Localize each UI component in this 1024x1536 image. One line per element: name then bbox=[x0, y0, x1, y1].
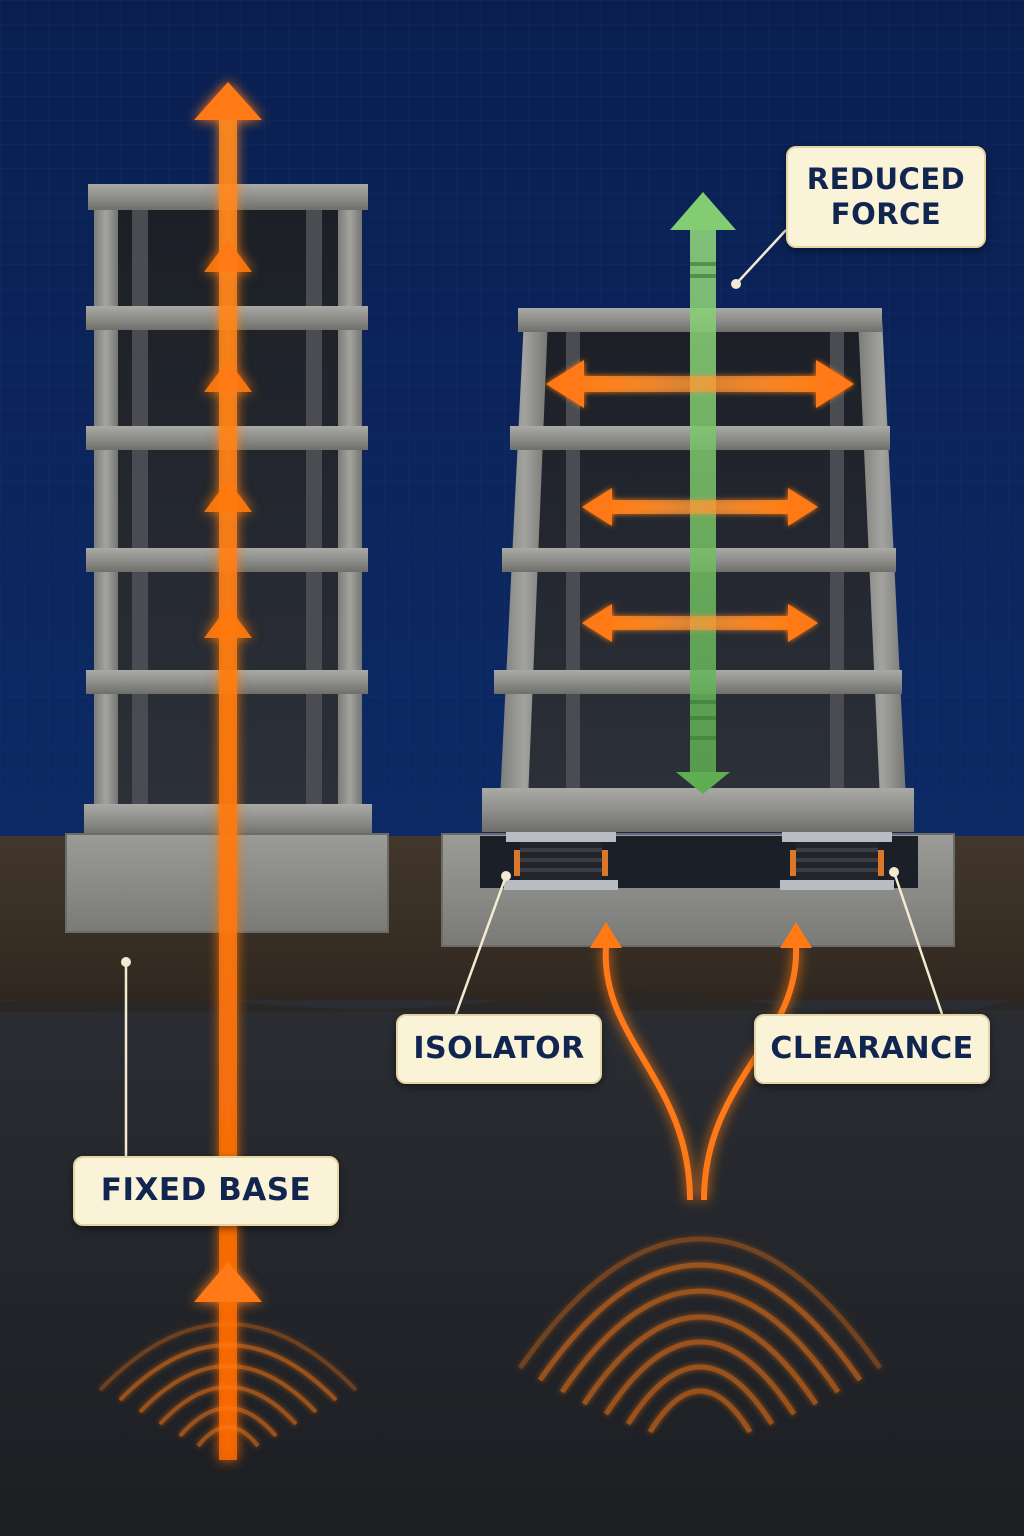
reduced-force-callout: REDUCED FORCE bbox=[786, 146, 986, 248]
arrow-up-icon bbox=[194, 1262, 262, 1302]
left-column-left bbox=[94, 200, 118, 810]
double-arrow-horizontal-icon bbox=[582, 604, 818, 642]
clearance-callout: CLEARANCE bbox=[754, 1014, 990, 1084]
isolator-callout: ISOLATOR bbox=[396, 1014, 602, 1084]
fixed-base-force-arrow bbox=[194, 82, 262, 1460]
soil-deep-layer bbox=[0, 1000, 1024, 1536]
reduced-force-label-line2: FORCE bbox=[830, 197, 942, 231]
left-column-right bbox=[338, 200, 362, 810]
arrow-up-icon bbox=[670, 192, 736, 230]
double-arrow-horizontal-icon bbox=[582, 488, 818, 526]
right-base-slab bbox=[482, 788, 914, 832]
leader-lines bbox=[124, 229, 944, 1156]
double-arrow-horizontal-icon bbox=[546, 360, 854, 408]
arrow-up-icon bbox=[780, 922, 812, 948]
soil-boundary bbox=[0, 990, 1024, 1017]
arrow-down-icon bbox=[676, 772, 730, 794]
arrow-up-icon bbox=[204, 240, 252, 272]
left-force-shaft bbox=[219, 120, 237, 1460]
isolator-bearing-icon bbox=[780, 832, 894, 890]
clearance-label: CLEARANCE bbox=[770, 1031, 974, 1066]
leader-dots bbox=[121, 279, 899, 967]
fixed-base-callout: FIXED BASE bbox=[73, 1156, 339, 1226]
ground-force-curves bbox=[602, 945, 800, 1201]
arrow-up-icon bbox=[204, 480, 252, 512]
reduced-force-label-line1: REDUCED bbox=[806, 162, 966, 197]
seismic-wave-icon bbox=[98, 1322, 358, 1448]
arrow-up-icon bbox=[204, 606, 252, 638]
left-inner-column-1 bbox=[132, 206, 148, 806]
fixed-base-label: FIXED BASE bbox=[100, 1172, 312, 1209]
isolator-bearing-icon bbox=[504, 832, 618, 890]
isolator-label: ISOLATOR bbox=[413, 1031, 585, 1066]
arrow-up-icon bbox=[194, 82, 262, 120]
arrow-up-icon bbox=[590, 922, 622, 948]
seismic-wave-icon bbox=[517, 1236, 883, 1434]
arrow-up-icon bbox=[204, 360, 252, 392]
pit-floor bbox=[480, 888, 918, 900]
left-inner-column-2 bbox=[306, 206, 322, 806]
